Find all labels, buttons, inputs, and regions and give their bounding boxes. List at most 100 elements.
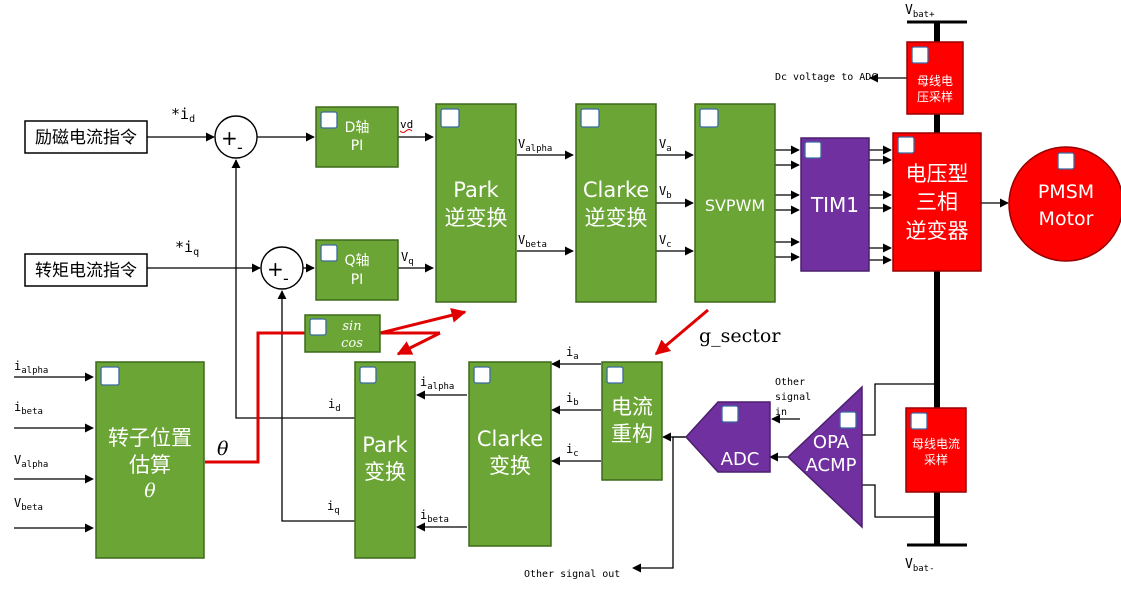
inverter-label-3: 逆变器 (906, 219, 969, 243)
rotor-estimator-label-2: 估算 (129, 453, 171, 477)
current-recon-checkbox[interactable] (606, 366, 624, 384)
inverter-label-2: 三相 (916, 190, 958, 214)
va-label: Va (659, 137, 672, 154)
vbat-minus-label: Vbat- (905, 557, 935, 574)
dc-voltage-label: Dc voltage to ADC (775, 72, 877, 83)
summer-d: + - (214, 115, 258, 159)
id-ref-label: *id (171, 105, 195, 125)
inverse-clarke-label-2: 逆变换 (585, 206, 648, 230)
clarke-label-2: 变换 (489, 454, 531, 478)
ia-label: ia (566, 345, 579, 362)
inverse-clarke-checkbox[interactable] (580, 108, 600, 128)
vc-label: Vc (659, 233, 672, 250)
park-label-2: 变换 (364, 460, 406, 484)
bus-voltage-label-2: 压采样 (917, 89, 953, 104)
svg-text:-: - (283, 269, 289, 288)
inverse-clarke-block (575, 103, 657, 303)
torque-current-command-label: 转矩电流指令 (35, 261, 137, 281)
opa-checkbox[interactable] (839, 411, 857, 429)
pmsm-motor (1008, 146, 1121, 262)
other-signal-in-label-3: in (775, 407, 787, 418)
current-recon-label-2: 重构 (611, 422, 653, 446)
rotor-estimator-checkbox[interactable] (100, 366, 120, 386)
svpwm-checkbox[interactable] (699, 108, 719, 128)
inverse-park-block (435, 103, 517, 303)
inverse-park-checkbox[interactable] (440, 108, 460, 128)
excitation-current-command-box (24, 120, 148, 154)
estimator-valpha-label: Valpha (14, 453, 48, 470)
rotor-position-estimator-block (95, 361, 205, 559)
bus-current-label-1: 母线电流 (912, 437, 960, 451)
other-signal-in-label-1: Other (775, 377, 805, 388)
inverse-park-label-1: Park (453, 178, 499, 202)
sincos-checkbox[interactable] (309, 318, 327, 336)
adc-label: ADC (721, 449, 760, 470)
motor-label-1: PMSM (1038, 181, 1094, 203)
motor-label-2: Motor (1039, 208, 1094, 230)
ibeta-label: ibeta (420, 508, 449, 525)
iq-ref-label: *iq (175, 238, 199, 258)
sin-label: sin (342, 319, 361, 334)
bus-current-checkbox[interactable] (910, 412, 928, 430)
ib-label: ib (566, 391, 579, 408)
vbat-plus-label: Vbat+ (905, 3, 935, 20)
clarke-label-1: Clarke (477, 427, 543, 451)
tim1-checkbox[interactable] (804, 141, 822, 159)
svg-text:+: + (221, 126, 238, 150)
vd-underline (399, 129, 413, 133)
id-feedback-label: id (328, 397, 341, 414)
vq-label: Vq (401, 250, 414, 267)
svpwm-label: SVPWM (705, 196, 765, 215)
other-signal-in-label-2: signal (775, 392, 811, 403)
iq-feedback-label: iq (327, 499, 340, 516)
rotor-estimator-theta: θ (144, 480, 156, 502)
motor-checkbox[interactable] (1057, 152, 1075, 170)
summer-q: + - (260, 246, 304, 290)
d-pi-label-2: PI (351, 138, 364, 154)
top-wires (147, 73, 1009, 273)
tim1-block (800, 137, 870, 272)
current-recon-label-1: 电流 (611, 395, 653, 419)
vb-label: Vb (659, 184, 672, 201)
vd-label: vd (400, 118, 413, 131)
park-label-1: Park (362, 433, 408, 457)
excitation-current-command-label: 励磁电流指令 (35, 128, 137, 148)
opa-label: OPA (813, 432, 850, 453)
q-pi-checkbox[interactable] (320, 244, 338, 262)
estimator-vbeta-label: Vbeta (14, 496, 43, 513)
park-block (354, 361, 416, 559)
rotor-estimator-label-1: 转子位置 (108, 426, 192, 450)
svg-text:+: + (267, 257, 284, 281)
adc-block (684, 401, 771, 473)
q-pi-label-2: PI (351, 272, 364, 288)
theta-label: θ (217, 438, 229, 460)
park-checkbox[interactable] (359, 366, 377, 384)
svg-text:-: - (237, 138, 243, 157)
torque-current-command-box (24, 253, 148, 287)
inverse-clarke-label-1: Clarke (583, 178, 649, 202)
bus-voltage-checkbox[interactable] (911, 46, 929, 64)
inverse-park-label-2: 逆变换 (445, 206, 508, 230)
ialpha-label: ialpha (420, 375, 454, 392)
d-pi-checkbox[interactable] (320, 111, 338, 129)
ic-label: ic (566, 442, 579, 459)
feedback-wires (14, 159, 937, 573)
q-pi-label-1: Q轴 (344, 253, 369, 269)
adc-checkbox[interactable] (721, 405, 739, 423)
clarke-block (468, 361, 552, 547)
svpwm-block (694, 103, 776, 303)
cos-label: cos (341, 336, 363, 351)
bus-current-label-2: 采样 (924, 452, 948, 467)
inverter-block (892, 132, 982, 272)
valpha-label: Valpha (518, 137, 552, 154)
d-pi-label-1: D轴 (345, 120, 370, 136)
inverter-checkbox[interactable] (897, 136, 915, 154)
estimator-ibeta-label: ibeta (14, 400, 43, 417)
other-signal-out-label: Other signal out (524, 569, 620, 580)
g-sector-label: g_sector (699, 325, 781, 347)
bus-voltage-label-1: 母线电 (917, 74, 953, 88)
clarke-checkbox[interactable] (473, 366, 491, 384)
tim1-label: TIM1 (810, 193, 859, 217)
estimator-ialpha-label: ialpha (14, 359, 48, 376)
